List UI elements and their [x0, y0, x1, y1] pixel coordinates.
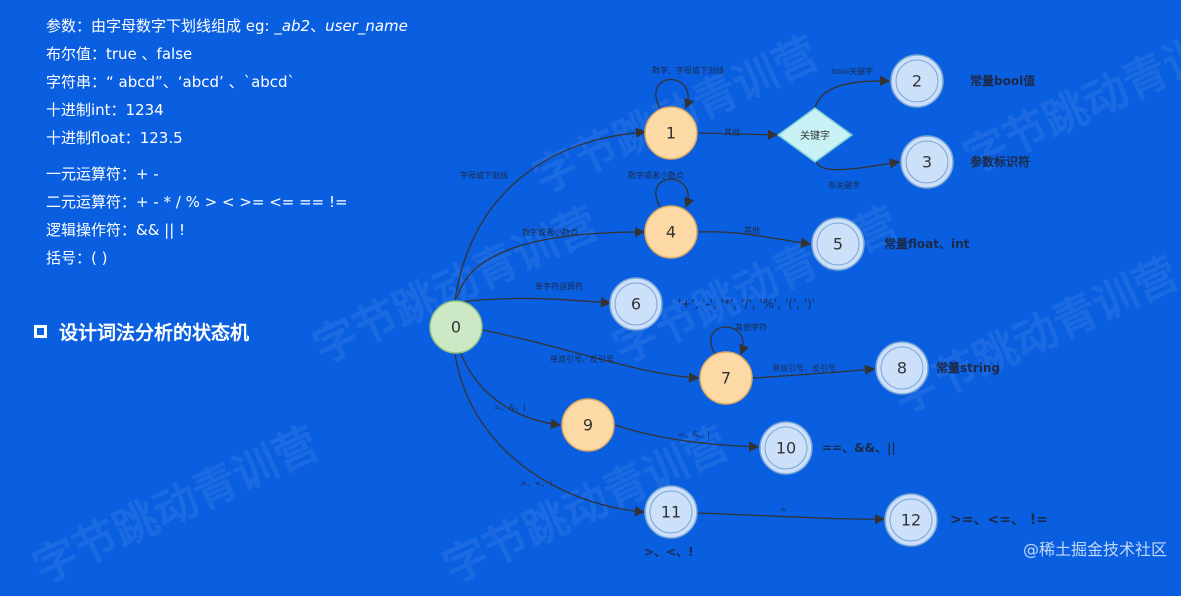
output-10: ==、&&、|| [822, 441, 896, 455]
edge-11-12 [697, 512, 886, 525]
state-9 [561, 398, 615, 452]
section-heading: 设计词法分析的状态机 [34, 318, 249, 345]
edge-label-loop-1: 数字、字母或下划线 [652, 65, 724, 75]
edge-0-6 [459, 297, 612, 308]
edge-label-kw-3: 非关键字 [828, 180, 860, 190]
state-12 [884, 493, 938, 547]
rules-list: 参数：由字母数字下划线组成 eg: _ab2、user_name 布尔值：tru… [46, 12, 408, 272]
edge-0-11 [454, 353, 646, 517]
edge-0-9 [459, 351, 562, 430]
state-label-7: 7 [721, 369, 731, 388]
state-2 [890, 54, 944, 108]
edge-9-10 [614, 424, 760, 452]
state-label-4: 4 [666, 223, 676, 242]
edge-0-1 [454, 127, 647, 301]
state-4 [644, 205, 698, 259]
edge-4-5 [697, 231, 812, 248]
site-watermark: @稀土掘金技术社区 [1022, 540, 1167, 559]
keyword-decision [776, 107, 854, 163]
output-6: '+', '-', '*', '/', '%', '(', ')' [678, 297, 815, 311]
edge-label-0-11: >、<、! [520, 479, 553, 488]
state-label-6: 6 [631, 295, 641, 314]
state-6 [609, 277, 663, 331]
state-3 [900, 135, 954, 189]
edge-kw-3 [814, 158, 901, 171]
state-label-12: 12 [901, 511, 921, 530]
square-bullet-icon [34, 325, 47, 338]
state-label-0: 0 [451, 318, 461, 337]
section-title: 设计词法分析的状态机 [59, 322, 250, 344]
state-11 [644, 485, 698, 539]
edge-label-11-12: = [780, 505, 787, 514]
edge-7-8 [752, 364, 876, 379]
rule-float: 十进制float：123.5 [46, 129, 183, 147]
state-8 [875, 341, 929, 395]
state-label-11: 11 [661, 503, 681, 522]
edge-label-loop-4: 数字或者小数点 [628, 170, 684, 180]
state-label-10: 10 [776, 439, 796, 458]
edge-kw-2 [814, 75, 891, 109]
rule-binary: 二元运算符：+ - * / % > < >= <= == != [46, 193, 348, 211]
state-label-3: 3 [922, 153, 932, 172]
rule-logic: 逻辑操作符：&& || ! [46, 221, 186, 239]
rule-string: 字符串：“ abcd”、‘abcd’ 、`abcd` [46, 73, 296, 91]
edge-1-kw [697, 129, 779, 140]
state-label-8: 8 [897, 359, 907, 378]
rule-paren: 括号：( ) [46, 249, 108, 267]
edge-0-7 [481, 329, 700, 383]
state-label-5: 5 [833, 235, 843, 254]
state-1 [644, 106, 698, 160]
edge-label-4-5: 其他 [744, 225, 760, 235]
state-5 [811, 217, 865, 271]
output-12: >=、<=、 != [950, 512, 1048, 528]
output-8: 常量string [936, 360, 1000, 375]
state-10 [759, 421, 813, 475]
keyword-label: 关键字 [800, 129, 830, 142]
edge-label-loop-7: 其他字符 [735, 322, 767, 332]
edge-label-kw-2: bool关键字 [832, 66, 873, 76]
state-7 [699, 351, 753, 405]
loop-7 [710, 326, 750, 356]
output-2: 常量bool值 [970, 73, 1035, 88]
edge-label-0-7: 单双引号、反引号 [550, 354, 614, 364]
edge-0-4 [456, 226, 646, 299]
edge-label-0-6: 单字符运算符 [535, 281, 583, 291]
output-3: 参数标识符 [970, 154, 1030, 169]
state-label-2: 2 [912, 72, 922, 91]
state-0 [429, 300, 483, 354]
loop-1 [655, 78, 695, 110]
edge-label-9-10: =、&、| [678, 430, 710, 439]
edge-label-7-8: 单双引号、反引号 [772, 363, 836, 373]
rule-param: 参数：由字母数字下划线组成 eg: _ab2、user_name [46, 17, 408, 35]
state-label-9: 9 [583, 416, 593, 435]
output-11: >、<、! [644, 545, 694, 559]
edge-label-0-1: 字母或下划线 [460, 170, 508, 180]
output-5: 常量float、int [884, 236, 970, 251]
edge-label-0-4: 数字或者小数点 [522, 227, 578, 237]
state-label-1: 1 [666, 124, 676, 143]
rule-int: 十进制int：1234 [46, 101, 164, 119]
edge-label-0-9: =、&、| [494, 403, 526, 412]
rule-bool: 布尔值：true 、false [46, 45, 193, 63]
rule-unary: 一元运算符：+ - [46, 165, 159, 183]
loop-4 [655, 178, 695, 209]
edge-label-1-kw: 其他 [724, 127, 740, 137]
state-machine-diagram: 字母或下划线 数字、字母或下划线 其他 bool关键字 非关键字 数字或者小数点… [429, 54, 1048, 559]
